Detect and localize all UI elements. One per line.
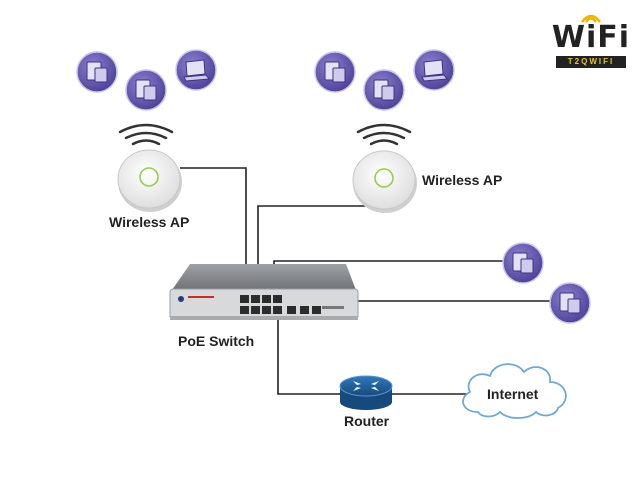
access-point-right bbox=[352, 150, 417, 213]
brand-logo: WiFi T2QWIFI bbox=[548, 8, 634, 68]
client-group-right bbox=[314, 49, 455, 111]
client-group-left bbox=[76, 49, 217, 111]
internet-label: Internet bbox=[487, 386, 539, 402]
wifi-signal-icon bbox=[118, 123, 174, 146]
desktop-icon bbox=[549, 282, 591, 324]
switch-icon bbox=[169, 264, 359, 320]
logo-wifi-arcs-icon bbox=[581, 14, 601, 23]
tower-pc-icon bbox=[125, 69, 167, 111]
desktop-icon bbox=[314, 51, 356, 93]
logo-text: WiFi bbox=[551, 20, 631, 55]
router-icon bbox=[339, 375, 393, 410]
access-point-left bbox=[117, 149, 182, 212]
laptop-icon bbox=[175, 49, 217, 91]
switch-label: PoE Switch bbox=[178, 333, 255, 349]
router-label: Router bbox=[344, 413, 390, 429]
cloud-icon bbox=[462, 363, 567, 419]
ap-right-label: Wireless AP bbox=[422, 172, 503, 188]
laptop-icon bbox=[413, 49, 455, 91]
tower-pc-icon bbox=[363, 69, 405, 111]
cable-router bbox=[277, 316, 340, 395]
ap-left-label: Wireless AP bbox=[109, 214, 190, 230]
desktop-icon bbox=[502, 242, 544, 284]
desktop-icon bbox=[76, 51, 118, 93]
logo-subtext: T2QWIFI bbox=[556, 56, 626, 68]
wifi-signal-icon bbox=[356, 123, 412, 146]
cable-ap-left bbox=[180, 167, 247, 298]
